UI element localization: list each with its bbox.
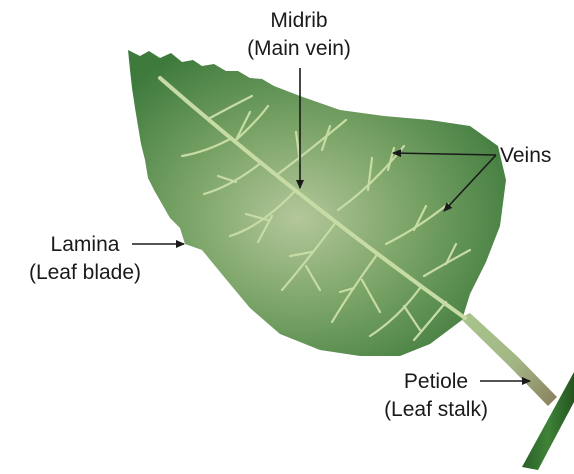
- midrib-label: Midrib: [270, 9, 327, 32]
- petiole-sublabel: (Leaf stalk): [384, 398, 488, 421]
- lamina-sublabel: (Leaf blade): [29, 261, 141, 284]
- lamina-label: Lamina: [51, 233, 120, 256]
- petiole-label: Petiole: [404, 370, 468, 393]
- leaf-blade: [128, 50, 506, 356]
- veins-label: Veins: [500, 144, 551, 167]
- midrib-sublabel: (Main vein): [247, 37, 351, 60]
- petiole: [460, 313, 557, 406]
